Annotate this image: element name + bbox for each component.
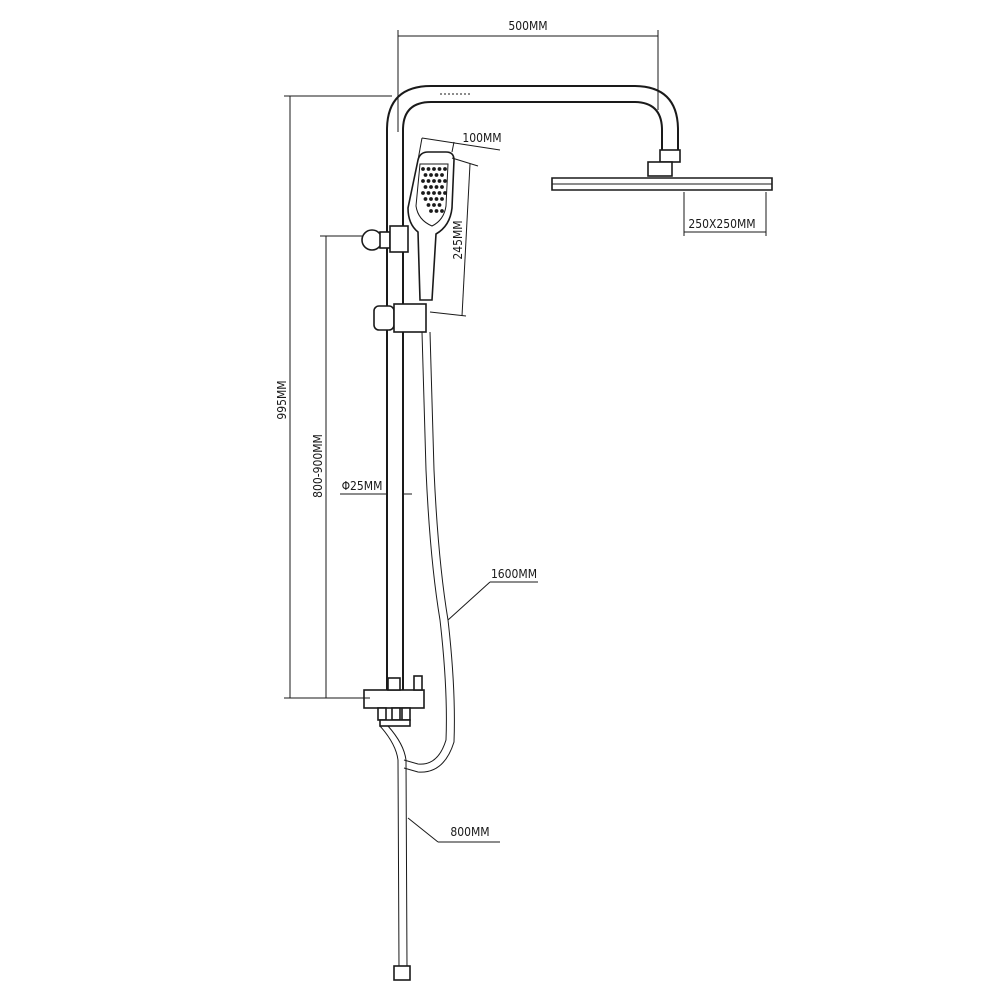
nozzle-dot xyxy=(432,167,436,171)
nozzle-dot xyxy=(440,209,444,213)
nozzle-dot xyxy=(432,203,436,207)
dimension-adjustable-height: 800-900MM xyxy=(311,235,362,698)
nozzle-dot xyxy=(429,197,433,201)
nozzle-dot xyxy=(426,167,431,171)
nozzle-dot xyxy=(426,203,431,207)
total-height-label: 995MM xyxy=(275,380,289,419)
nozzle-dot xyxy=(440,173,444,177)
overhead-shower-head xyxy=(551,149,773,191)
nozzle-dot xyxy=(423,185,428,189)
dimension-bar-diameter: Φ25MM xyxy=(340,479,412,495)
width-label: 500MM xyxy=(508,19,547,33)
handset-width-label: 100MM xyxy=(462,131,501,145)
nozzle-dot xyxy=(443,179,447,183)
nozzle-dot xyxy=(437,167,442,171)
dimension-inlet-hose-length: 800MM xyxy=(407,817,500,843)
dimension-handset-length: 245MM xyxy=(429,157,479,317)
nozzle-dot xyxy=(437,203,442,207)
nozzle-dot xyxy=(437,179,442,183)
nozzle-dot xyxy=(443,191,447,195)
hand-shower xyxy=(407,151,455,301)
dimension-hose-length: 1600MM xyxy=(447,567,538,621)
dimension-handset-width: 100MM xyxy=(417,131,502,161)
head-size-label: 250X250MM xyxy=(688,217,755,231)
wall-bracket xyxy=(361,225,409,253)
hose-length-label: 1600MM xyxy=(491,567,537,581)
handset-length-label: 245MM xyxy=(451,220,465,259)
nozzle-dot xyxy=(421,191,425,195)
nozzle-dot xyxy=(434,197,439,201)
nozzle-dot xyxy=(432,191,436,195)
dimension-head-size: 250X250MM xyxy=(683,192,767,236)
nozzle-dot xyxy=(443,167,447,171)
nozzle-dot xyxy=(421,179,425,183)
shower-riser-bar xyxy=(386,85,679,690)
nozzle-dot xyxy=(429,209,433,213)
nozzle-dot xyxy=(421,167,425,171)
spray-nozzles xyxy=(421,167,447,213)
nozzle-dot xyxy=(434,173,439,177)
dimension-width: 500MM xyxy=(397,19,659,132)
inlet-hose-length-label: 800MM xyxy=(450,825,489,839)
nozzle-dot xyxy=(437,191,442,195)
shower-hose xyxy=(403,331,455,773)
diverter-valve xyxy=(363,675,425,727)
inlet-hose xyxy=(379,725,411,981)
nozzle-dot xyxy=(426,191,431,195)
nozzle-dot xyxy=(423,197,428,201)
nozzle-dot xyxy=(440,197,444,201)
nozzle-dot xyxy=(429,173,433,177)
nozzle-dot xyxy=(423,173,428,177)
nozzle-dot xyxy=(440,185,444,189)
dimension-total-height: 995MM xyxy=(275,95,392,699)
nozzle-dot xyxy=(429,185,433,189)
bar-diameter-label: Φ25MM xyxy=(342,479,383,493)
slide-holder xyxy=(373,303,427,333)
nozzle-dot xyxy=(434,209,439,213)
nozzle-dot xyxy=(432,179,436,183)
nozzle-dot xyxy=(426,179,431,183)
nozzle-dot xyxy=(434,185,439,189)
adjustable-height-label: 800-900MM xyxy=(311,434,325,498)
